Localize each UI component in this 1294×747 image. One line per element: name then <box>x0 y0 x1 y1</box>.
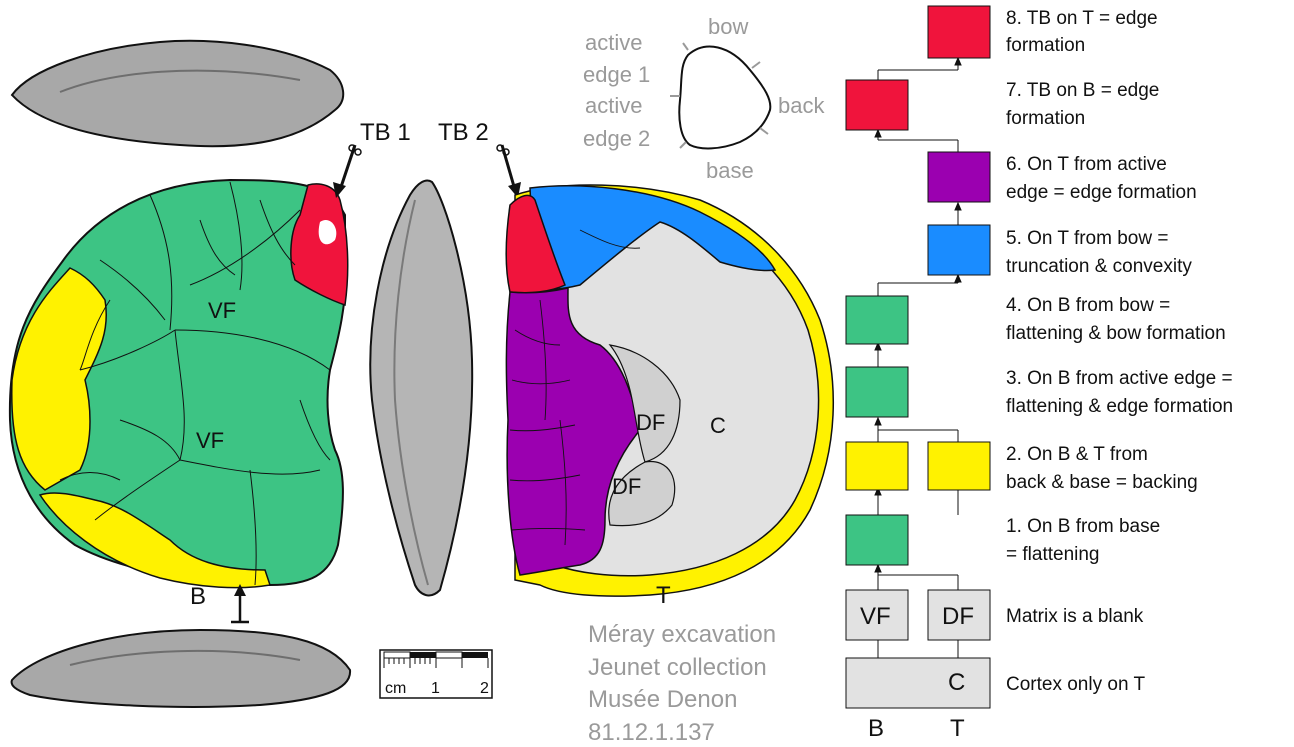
face-b-yellow-left <box>11 267 108 491</box>
matrix-box-vf-label: VF <box>860 603 891 630</box>
step-5-text-1: 5. On T from bow = <box>1006 228 1168 249</box>
step-7-text-2: formation <box>1006 108 1085 129</box>
cortex-box <box>845 657 991 709</box>
step-4-text-1: 4. On B from bow = <box>1006 295 1170 316</box>
label-vf-mid: VF <box>196 428 224 453</box>
step-2-text-1: 2. On B & T from <box>1006 444 1148 465</box>
face-t-red-scar <box>505 194 566 294</box>
column-label-t: T <box>950 715 965 742</box>
step-6-text-1: 6. On T from active <box>1006 154 1167 175</box>
step-2-box-t <box>927 441 991 491</box>
outline-label-active-2b: edge 2 <box>583 126 650 151</box>
step-6-text-2: edge = edge formation <box>1006 182 1197 203</box>
side-view <box>369 179 474 597</box>
provenance-line-1: Méray excavation <box>588 621 776 648</box>
sequence-diagram <box>874 56 962 658</box>
face-t-purple-scar <box>505 287 641 576</box>
profile-view-bottom <box>10 628 352 708</box>
step-8-text-1: 8. TB on T = edge <box>1006 8 1158 29</box>
outline-label-bow: bow <box>708 14 748 39</box>
provenance-line-3: Musée Denon <box>588 686 737 713</box>
matrix-box-vf <box>845 589 909 641</box>
step-1-box <box>845 514 909 566</box>
label-face-b: B <box>190 583 206 610</box>
provenance-line-4: 81.12.1.137 <box>588 719 715 746</box>
face-b-artifact <box>8 39 352 708</box>
cortex-box-label: C <box>948 669 965 696</box>
label-df-lower: DF <box>612 474 641 499</box>
outline-label-active-1a: active <box>585 30 642 55</box>
step-8-text-2: formation <box>1006 35 1085 56</box>
label-vf-top: VF <box>208 298 236 323</box>
face-b-green-region <box>8 178 347 587</box>
label-df-upper: DF <box>636 410 665 435</box>
step-1-text-1: 1. On B from base <box>1006 516 1160 537</box>
face-b-yellow-base <box>38 492 271 589</box>
outline-label-active-2a: active <box>585 93 642 118</box>
face-t-df-lower <box>608 460 676 527</box>
outline-label-base: base <box>706 158 754 183</box>
face-t-blue-scar <box>529 185 777 293</box>
tb1-arrow <box>333 144 362 198</box>
step-7-box <box>845 79 909 131</box>
face-t-artifact <box>505 184 834 597</box>
matrix-text: Matrix is a blank <box>1006 606 1144 627</box>
outline-shape <box>678 45 772 150</box>
label-face-t: T <box>656 582 671 609</box>
column-label-b: B <box>868 715 884 742</box>
step-3-box <box>845 366 909 418</box>
outline-label-active-1b: edge 1 <box>583 62 650 87</box>
label-tb2: TB 2 <box>438 119 489 146</box>
outline-label-back: back <box>778 93 825 118</box>
scale-tick-1: 1 <box>431 680 440 697</box>
step-3-text-2: flattening & edge formation <box>1006 396 1233 417</box>
scale-tick-2: 2 <box>480 680 489 697</box>
step-4-text-2: flattening & bow formation <box>1006 323 1226 344</box>
label-c: C <box>710 413 726 438</box>
label-tb1: TB 1 <box>360 119 411 146</box>
step-6-box <box>927 151 991 203</box>
face-t-df-upper <box>608 344 681 463</box>
matrix-box-df-label: DF <box>942 603 974 630</box>
step-8-box <box>927 5 991 59</box>
tb2-arrow <box>496 144 521 198</box>
profile-view-top <box>10 39 345 148</box>
step-5-text-2: truncation & convexity <box>1006 256 1192 277</box>
matrix-box-df <box>927 589 991 641</box>
step-5-box <box>927 224 991 276</box>
outline-diagram <box>670 42 772 150</box>
provenance-line-2: Jeunet collection <box>588 654 767 681</box>
scale-bar <box>379 649 493 699</box>
step-4-box <box>845 295 909 345</box>
step-3-text-1: 3. On B from active edge = <box>1006 368 1233 389</box>
scale-unit: cm <box>385 680 406 697</box>
step-7-text-1: 7. TB on B = edge <box>1006 80 1159 101</box>
cortex-text: Cortex only on T <box>1006 674 1145 695</box>
step-2-text-2: back & base = backing <box>1006 472 1198 493</box>
step-1-text-2: = flattening <box>1006 544 1100 565</box>
step-2-box-b <box>845 441 909 491</box>
